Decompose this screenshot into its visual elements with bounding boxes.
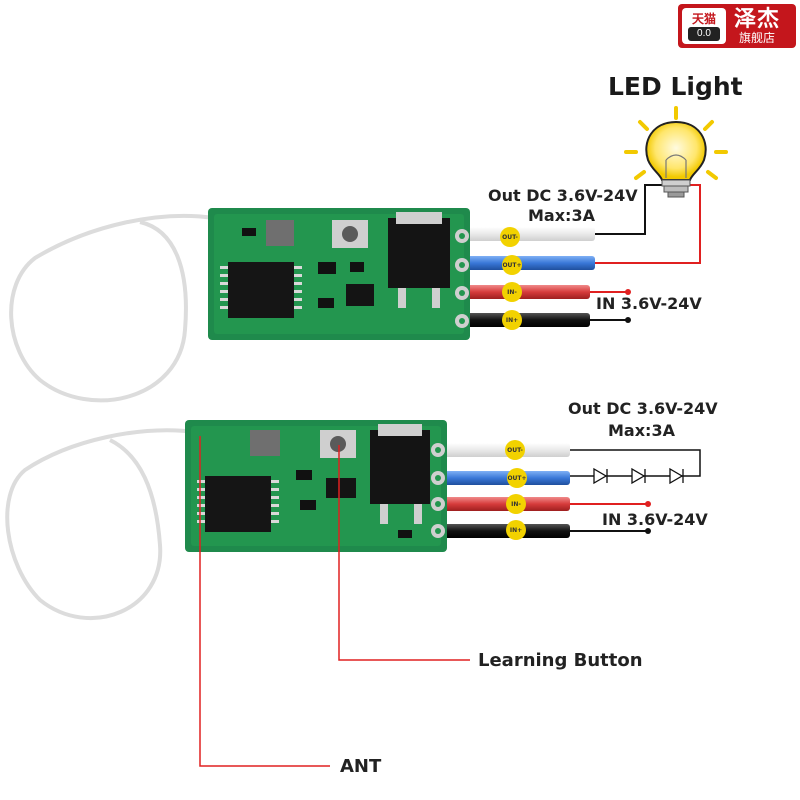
diode-icons	[593, 467, 684, 485]
learning-button-label: Learning Button	[478, 650, 643, 671]
ant-callout	[199, 436, 330, 767]
out-minus-line-top	[595, 184, 668, 235]
store-badge: 天猫 0.0 泽杰 旗舰店	[678, 4, 796, 48]
top-out-label: Out DC 3.6V-24V	[488, 186, 638, 205]
tmall-face: 0.0	[688, 27, 720, 41]
antenna-wire-top	[9, 213, 215, 403]
pin-tags-bottom: OUT- OUT+ IN- IN+	[505, 440, 527, 540]
pin-tags-top: OUT- OUT+ IN- IN+	[500, 227, 522, 330]
wire-in-plus-bottom	[440, 524, 570, 538]
tmall-cat-icon: 天猫 0.0	[682, 8, 726, 44]
wire-out-minus-top	[465, 227, 595, 241]
pin-tag: OUT-	[507, 447, 523, 454]
light-bulb-icon	[624, 106, 728, 198]
bottom-max-label: Max:3A	[608, 421, 675, 440]
store-brand: 泽杰	[734, 6, 781, 31]
pin-tag: OUT+	[502, 262, 521, 269]
pin-tag: IN-	[507, 289, 517, 296]
wire-in-minus-bottom	[440, 497, 570, 511]
store-sub: 旗舰店	[739, 31, 776, 45]
pcb-top	[208, 208, 470, 340]
pin-tag: OUT-	[502, 234, 518, 241]
mosfet-top	[388, 218, 450, 288]
antenna-wire-bottom	[5, 428, 197, 620]
pin-tag: IN+	[506, 317, 518, 324]
pin-tag: IN-	[511, 501, 521, 508]
wire-in-plus-top	[465, 313, 590, 327]
out-plus-line-top	[595, 184, 701, 264]
crystal	[266, 220, 294, 246]
wire-in-minus-top	[465, 285, 590, 299]
out-minus-line-bottom	[570, 449, 701, 477]
bottom-in-label: IN 3.6V-24V	[602, 510, 708, 529]
top-in-label: IN 3.6V-24V	[596, 294, 702, 313]
wire-out-plus-top	[465, 256, 595, 270]
led-light-title: LED Light	[608, 72, 743, 101]
top-max-label: Max:3A	[528, 206, 595, 225]
wire-out-plus-bottom	[440, 471, 570, 485]
bottom-out-label: Out DC 3.6V-24V	[568, 399, 718, 418]
tmall-label: 天猫	[691, 12, 716, 26]
pcb-bottom	[185, 420, 447, 552]
learning-button-callout	[338, 445, 470, 661]
mosfet-bottom	[370, 430, 430, 504]
pin-tag: IN+	[510, 527, 522, 534]
pin-tag: OUT+	[507, 475, 526, 482]
ant-label: ANT	[340, 756, 382, 777]
